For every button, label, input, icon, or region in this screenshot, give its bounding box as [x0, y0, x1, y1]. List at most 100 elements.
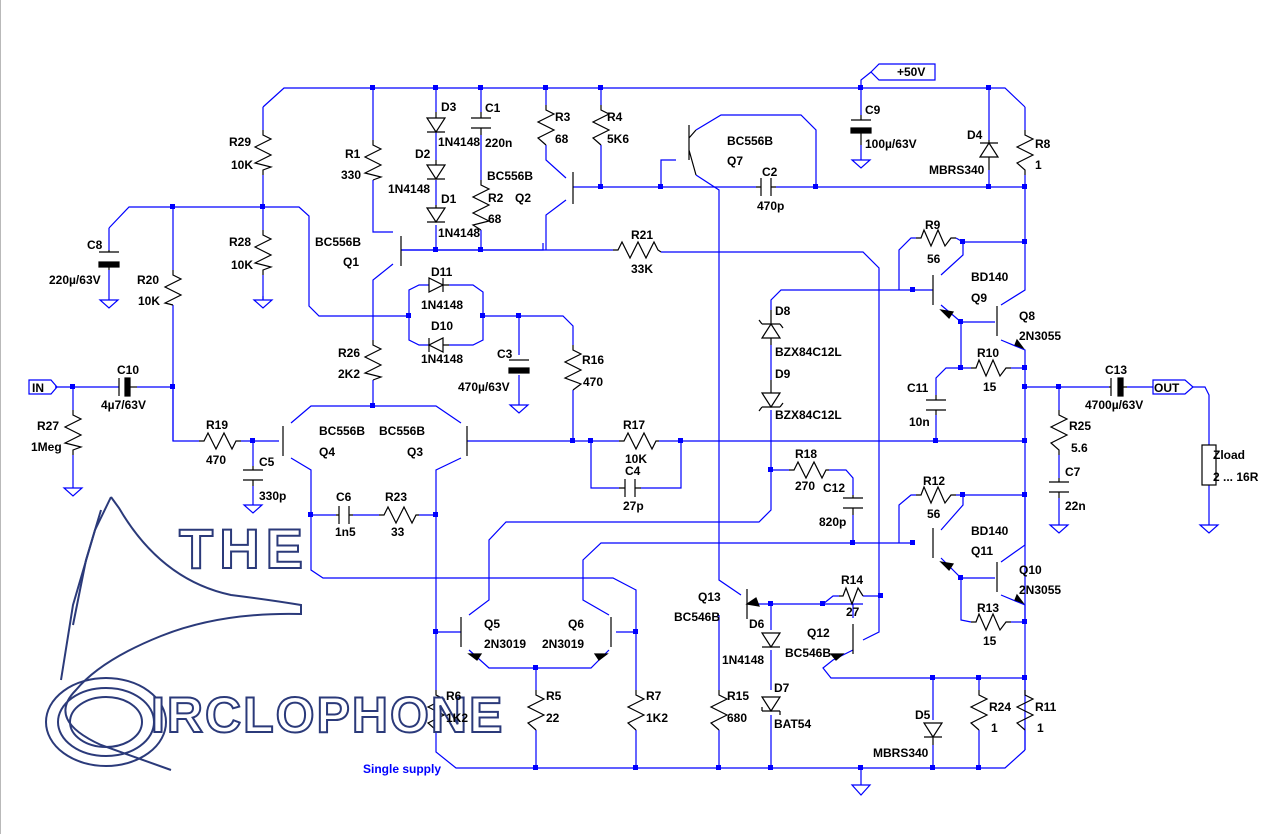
r10-ref: R10 [977, 346, 999, 360]
resistor-r25 [1049, 410, 1069, 455]
out-label: OUT [1154, 381, 1180, 395]
r17-value: 10K [625, 452, 647, 466]
d11-ref: D11 [431, 265, 453, 279]
c8-ref: C8 [87, 238, 103, 252]
r14-value: 27 [846, 605, 860, 619]
q3-value: BC556B [379, 424, 425, 438]
d8-value: BZX84C12L [775, 345, 842, 359]
resistor-r5 [526, 690, 546, 731]
q2-value: BC556B [487, 169, 533, 183]
r14-ref: R14 [841, 573, 863, 587]
zload-value: 2 ... 16R [1213, 470, 1259, 484]
r26-value: 2K2 [338, 367, 360, 381]
q6-value: 2N3019 [542, 637, 584, 651]
r7-value: 1K2 [646, 711, 668, 725]
d4-ref: D4 [967, 128, 983, 142]
resistor-r7 [626, 690, 646, 731]
c5-value: 330p [259, 489, 286, 503]
resistor-r17 [619, 431, 659, 451]
r15-value: 680 [727, 711, 747, 725]
c3-ref: C3 [497, 347, 513, 361]
q12-value: BC546B [785, 646, 831, 660]
resistor-r6 [426, 690, 446, 731]
c7-ref: C7 [1065, 465, 1081, 479]
c10-value: 4µ7/63V [101, 398, 146, 412]
resistor-r14 [839, 586, 864, 606]
resistor-r2 [471, 180, 491, 231]
c13-ref: C13 [1105, 363, 1127, 377]
d10-value: 1N4148 [421, 352, 463, 366]
c2-ref: C2 [762, 165, 778, 179]
d3-ref: D3 [441, 100, 457, 114]
c13-value: 4700µ/63V [1085, 398, 1143, 412]
d6-ref: D6 [749, 617, 765, 631]
d8-ref: D8 [775, 304, 791, 318]
q2-ref: Q2 [515, 191, 531, 205]
r13-value: 15 [983, 634, 997, 648]
resistor-r12 [916, 485, 956, 505]
r29-value: 10K [231, 158, 253, 172]
zload-resistor [1201, 444, 1217, 486]
c6-value: 1n5 [335, 525, 356, 539]
r15-ref: R15 [727, 689, 749, 703]
resistor-r11 [1015, 690, 1035, 731]
d6-value: 1N4148 [722, 653, 764, 667]
d1-value: 1N4148 [438, 226, 480, 240]
r6-ref: R6 [446, 689, 462, 703]
c9-ref: C9 [865, 103, 881, 117]
r21-ref: R21 [631, 228, 653, 242]
junctions [70, 85, 1061, 770]
d3-value: 1N4148 [438, 135, 480, 149]
q6-ref: Q6 [568, 617, 584, 631]
resistor-r16 [563, 345, 583, 391]
r21-value: 33K [631, 262, 653, 276]
q4-value: BC556B [319, 424, 365, 438]
resistor-r4 [591, 105, 611, 146]
c8-value: 220µ/63V [49, 273, 101, 287]
resistor-r19 [199, 431, 241, 451]
r23-value: 33 [391, 525, 405, 539]
c7-value: 22n [1065, 499, 1086, 513]
r19-value: 470 [206, 453, 226, 467]
q7-ref: Q7 [727, 154, 743, 168]
r12-ref: R12 [923, 474, 945, 488]
c11-ref: C11 [907, 381, 929, 395]
q11-value: BD140 [971, 524, 1009, 538]
c10-ref: C10 [117, 363, 139, 377]
diode-symbols [425, 112, 1000, 745]
d11-value: 1N4148 [421, 298, 463, 312]
resistor-r3 [536, 105, 556, 146]
r19-ref: R19 [206, 418, 228, 432]
q8-ref: Q8 [1019, 309, 1035, 323]
d4-value: MBRS340 [929, 163, 985, 177]
q1-value: BC556B [315, 235, 361, 249]
vcc-label: +50V [897, 65, 925, 79]
q12-ref: Q12 [807, 626, 830, 640]
q10-ref: Q10 [1019, 563, 1042, 577]
port-tags [28, 63, 1194, 395]
c1-ref: C1 [485, 101, 501, 115]
c11-value: 10n [909, 415, 930, 429]
r16-value: 470 [583, 375, 603, 389]
in-label: IN [32, 381, 44, 395]
c12-ref: C12 [823, 481, 845, 495]
d7-value: BAT54 [774, 717, 811, 731]
d9-value: BZX84C12L [775, 408, 842, 422]
c9-value: 100µ/63V [865, 137, 917, 151]
q4-ref: Q4 [319, 445, 335, 459]
d7-ref: D7 [774, 681, 790, 695]
q9-value: BD140 [971, 270, 1009, 284]
d9-ref: D9 [775, 367, 791, 381]
r25-value: 5.6 [1071, 441, 1088, 455]
c4-ref: C4 [625, 464, 641, 478]
r18-ref: R18 [795, 447, 817, 461]
r27-ref: R27 [37, 419, 59, 433]
c4-value: 27p [623, 499, 644, 513]
r11-ref: R11 [1035, 700, 1057, 714]
resistor-symbols [63, 105, 1069, 731]
d10-ref: D10 [431, 319, 453, 333]
r9-value: 56 [927, 252, 941, 266]
resistor-r15 [709, 690, 729, 731]
